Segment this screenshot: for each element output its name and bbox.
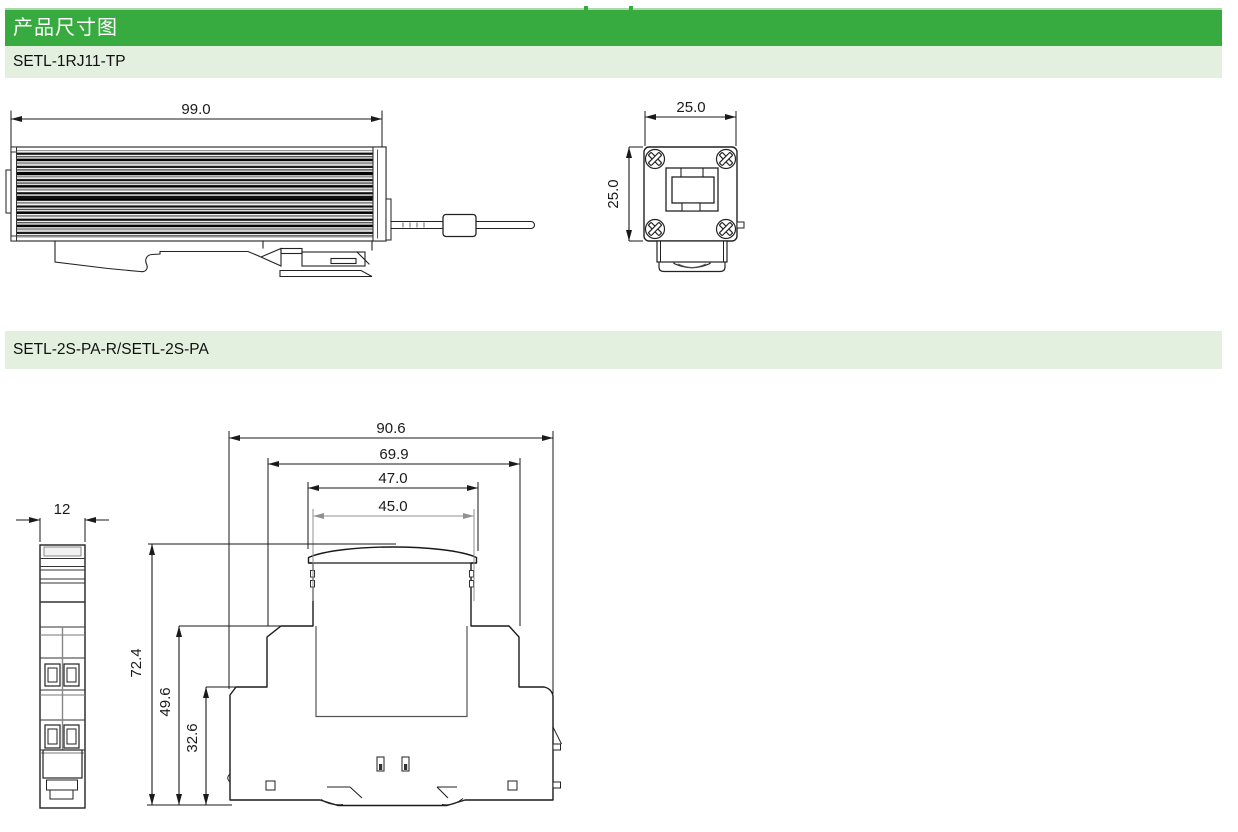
left-side-bump <box>227 773 231 783</box>
page-header: 产品尺寸图 <box>5 10 1222 46</box>
snap-windows <box>376 756 410 772</box>
right-end-plate <box>385 198 392 241</box>
screw-icon <box>644 218 666 240</box>
section2-model-bar: SETL-2S-PA-R/SETL-2S-PA <box>5 331 1222 369</box>
page-title: 产品尺寸图 <box>13 17 118 39</box>
dim-label-width-top: 45.0 <box>378 498 407 515</box>
dim-label-module-width: 12 <box>54 501 71 518</box>
screw-icon <box>715 148 737 170</box>
setl-1rj11-front-view: 25.0 25.0 <box>605 99 745 273</box>
dim-label-front-width: 25.0 <box>676 99 705 116</box>
din-module-front-body <box>227 546 562 807</box>
screw-icon <box>644 148 666 170</box>
print-mark <box>629 6 633 10</box>
setl-1rj11-side-view: 99.0 <box>5 101 536 278</box>
section1-model-bar: SETL-1RJ11-TP <box>5 46 1222 78</box>
dim-label-height-overall: 72.4 <box>128 648 145 677</box>
mounting-holes <box>265 780 518 791</box>
heatsink-body <box>5 146 392 242</box>
dimension-width-25: 25.0 <box>644 99 737 146</box>
dimension-height-25: 25.0 <box>605 146 643 242</box>
dimension-width-cap: 47.0 <box>307 470 479 551</box>
terminal-block <box>44 724 80 749</box>
left-end-plate <box>5 169 12 214</box>
header-top-rule <box>5 8 1222 10</box>
din-module-side <box>39 544 86 809</box>
module-socket-recess <box>315 626 468 718</box>
terminal-block <box>44 663 80 687</box>
dimension-length-99: 99.0 <box>10 101 383 147</box>
print-mark <box>584 6 588 10</box>
section1-model-label: SETL-1RJ11-TP <box>13 53 126 70</box>
dimension-width-overall: 90.6 <box>228 420 554 694</box>
front-body-base <box>656 240 728 273</box>
dim-label-width-mid: 69.9 <box>379 446 408 463</box>
dim-label-width-cap: 47.0 <box>378 470 407 487</box>
dim-label-front-height: 25.0 <box>605 179 622 208</box>
section2-model-label: SETL-2S-PA-R/SETL-2S-PA <box>13 341 209 358</box>
dim-label-height-base: 32.6 <box>184 723 201 752</box>
dimension-height-mid: 49.6 <box>157 625 281 805</box>
ground-pin <box>736 221 745 229</box>
dimension-width-12: 12 <box>16 501 109 542</box>
dim-label-width-overall: 90.6 <box>376 420 405 437</box>
dim-label-length: 99.0 <box>181 101 210 118</box>
rj11-jack <box>665 167 719 212</box>
dim-label-height-mid: 49.6 <box>157 687 174 716</box>
setl-2s-side-view: 12 <box>16 501 109 809</box>
wire-tip <box>525 220 536 230</box>
dimension-width-mid: 69.9 <box>267 446 521 626</box>
signal-wire <box>390 213 536 238</box>
setl-2s-front-view: 90.6 69.9 47.0 45.0 <box>128 420 562 807</box>
right-latch <box>552 726 562 789</box>
dimension-height-base: 32.6 <box>184 686 236 805</box>
dimension-width-top: 45.0 <box>312 498 475 601</box>
screw-icon <box>715 218 737 240</box>
bottom-clip-details <box>320 786 464 806</box>
ferrite-block <box>442 213 477 238</box>
din-clip <box>54 240 373 278</box>
dimension-height-overall: 72.4 <box>128 543 396 806</box>
